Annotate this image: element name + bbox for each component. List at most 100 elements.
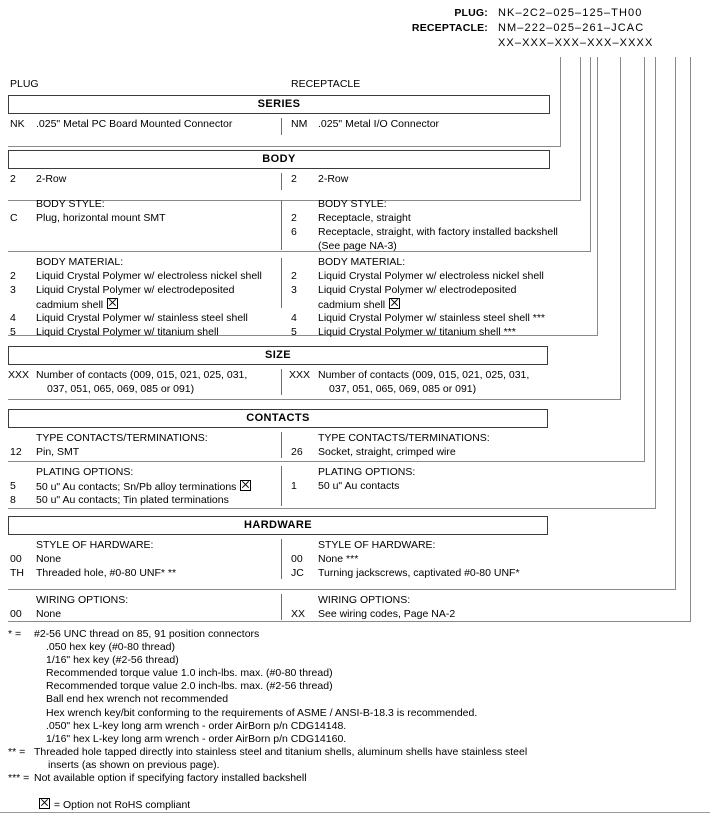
part-number-row-receptacle: RECEPTACLE: NM–222–025–261–JCAC <box>380 21 700 36</box>
rohs-not-compliant-icon <box>389 298 401 309</box>
option-text: Number of contacts (009, 015, 021, 025, … <box>318 369 530 381</box>
rohs-not-compliant-icon <box>107 298 119 309</box>
option-text: Liquid Crystal Polymer w/ titanium shell… <box>318 326 516 338</box>
option-text: Turning jackscrews, captivated #0-80 UNF… <box>318 567 520 579</box>
option-code: 5 <box>10 480 16 492</box>
footnote-text: #2-56 UNC thread on 85, 91 position conn… <box>34 628 260 640</box>
option-text: Liquid Crystal Polymer w/ electroless ni… <box>318 270 544 282</box>
option-code: NK <box>10 118 25 130</box>
group-header: BODY STYLE: <box>318 198 387 210</box>
leader-drop-9 <box>690 57 691 71</box>
footnotes: * =#2-56 UNC thread on 85, 91 position c… <box>8 628 608 813</box>
leader-drop-7 <box>655 57 656 71</box>
footnote-text: Threaded hole tapped directly into stain… <box>34 745 528 758</box>
option-text: Threaded hole, #0-80 UNF* ** <box>36 567 177 579</box>
footnote: .050" hex L-key long arm wrench - order … <box>8 720 608 733</box>
footnote-mark: ** = <box>8 745 26 758</box>
option-code: JC <box>291 567 304 579</box>
footnote-text: Hex wrench key/bit conforming to the req… <box>46 706 478 719</box>
option-code: 2 <box>291 212 297 224</box>
footnote-mark: *** = <box>8 772 30 785</box>
receptacle-value: NM–222–025–261–JCAC <box>498 22 645 34</box>
option-text: Plug, horizontal mount SMT <box>36 212 166 224</box>
option-text: 50 u" Au contacts; Tin plated terminatio… <box>36 494 229 506</box>
footnote-text: .050 hex key (#0-80 thread) <box>46 641 175 654</box>
rohs-legend-text: = Option not RoHS compliant <box>53 799 191 812</box>
option-code: 26 <box>291 446 303 458</box>
option-code: 6 <box>291 226 297 238</box>
footnote: 1/16" hex key (#2-56 thread) <box>8 654 608 667</box>
option-text: Liquid Crystal Polymer w/ stainless stee… <box>36 312 248 324</box>
option-code: XXX <box>289 369 311 381</box>
option-text: Receptacle, straight, with factory insta… <box>318 226 558 238</box>
option-code: 4 <box>10 312 16 324</box>
footnote: ** = Threaded hole tapped directly into s… <box>8 746 608 759</box>
option-text: .025" Metal I/O Connector <box>318 118 440 130</box>
group-header: BODY MATERIAL: <box>318 256 406 268</box>
option-code: 2 <box>10 270 16 282</box>
template-value: XX–XXX–XXX–XXX–XXXX <box>498 37 654 49</box>
part-number-row-plug: PLUG: NK–2C2–025–125–TH00 <box>380 6 700 21</box>
leader-drop-5 <box>620 57 621 71</box>
group-header: BODY STYLE: <box>36 198 105 210</box>
option-code: NM <box>291 118 308 130</box>
column-caption-plug: PLUG <box>10 78 39 90</box>
group-header: WIRING OPTIONS: <box>36 594 129 606</box>
option-text: Liquid Crystal Polymer w/ titanium shell <box>36 326 219 338</box>
page-bottom-rule <box>0 812 710 813</box>
footnote-text: .050" hex L-key long arm wrench - order … <box>46 719 347 732</box>
rohs-legend: = Option not RoHS compliant <box>8 798 608 812</box>
option-code: 5 <box>291 326 297 338</box>
option-text: Liquid Crystal Polymer w/ electrodeposit… <box>318 284 517 296</box>
option-code: 3 <box>10 284 16 296</box>
option-text: None <box>36 553 62 565</box>
option-text: See wiring codes, Page NA-2 <box>318 608 456 620</box>
section-title-size: SIZE <box>8 346 548 365</box>
leader-drop-3 <box>590 57 591 71</box>
option-code: C <box>10 212 18 224</box>
option-code: 1 <box>291 480 297 492</box>
part-number-row-template: XX–XXX–XXX–XXX–XXXX <box>380 36 700 51</box>
column-separator <box>281 173 282 190</box>
group-header: STYLE OF HARDWARE: <box>318 539 436 551</box>
option-text-rohs: cadmium shell <box>318 298 401 312</box>
option-code: 4 <box>291 312 297 324</box>
option-code: XX <box>291 608 306 620</box>
option-text: Liquid Crystal Polymer w/ stainless stee… <box>318 312 546 324</box>
footnote-text: 1/16" hex key (#2-56 thread) <box>46 654 179 667</box>
footnote: *** = Not available option if specifying … <box>8 772 608 785</box>
column-separator <box>281 539 282 579</box>
option-text: Liquid Crystal Polymer w/ electroless ni… <box>36 270 262 282</box>
footnote: Recommended torque value 2.0 inch-lbs. m… <box>8 680 608 693</box>
plug-label: PLUG: <box>454 7 488 19</box>
receptacle-label: RECEPTACLE: <box>411 22 488 34</box>
option-code: 12 <box>10 446 22 458</box>
option-code: 00 <box>291 553 303 565</box>
footnote: 1/16" hex L-key long arm wrench - order … <box>8 733 608 746</box>
footnote-text: Recommended torque value 2.0 inch-lbs. m… <box>46 680 333 693</box>
footnote-text: Not available option if specifying facto… <box>34 772 307 785</box>
option-text: 037, 051, 065, 069, 085 or 091) <box>47 383 195 395</box>
option-code: 2 <box>291 173 297 185</box>
option-text: Receptacle, straight <box>318 212 411 224</box>
option-text-rohs: cadmium shell <box>36 298 119 312</box>
group-header: TYPE CONTACTS/TERMINATIONS: <box>318 432 490 444</box>
option-text: 2-Row <box>318 173 349 185</box>
option-code: TH <box>10 567 24 579</box>
option-text: None *** <box>318 553 359 565</box>
option-text: 50 u" Au contacts <box>318 480 400 492</box>
group-header: TYPE CONTACTS/TERMINATIONS: <box>36 432 208 444</box>
option-code: 00 <box>10 553 22 565</box>
option-code: 5 <box>10 326 16 338</box>
column-separator <box>281 369 282 395</box>
option-text-rohs: 50 u" Au contacts; Sn/Pb alloy terminati… <box>36 480 252 494</box>
leader-drop-2 <box>580 57 581 71</box>
option-code: 3 <box>291 284 297 296</box>
section-title-series: SERIES <box>8 95 550 114</box>
option-text: Liquid Crystal Polymer w/ electrodeposit… <box>36 284 235 296</box>
option-code: XXX <box>8 369 30 381</box>
rohs-not-compliant-icon <box>240 480 252 491</box>
option-code: 2 <box>10 173 16 185</box>
leader-drop-6 <box>644 57 645 71</box>
